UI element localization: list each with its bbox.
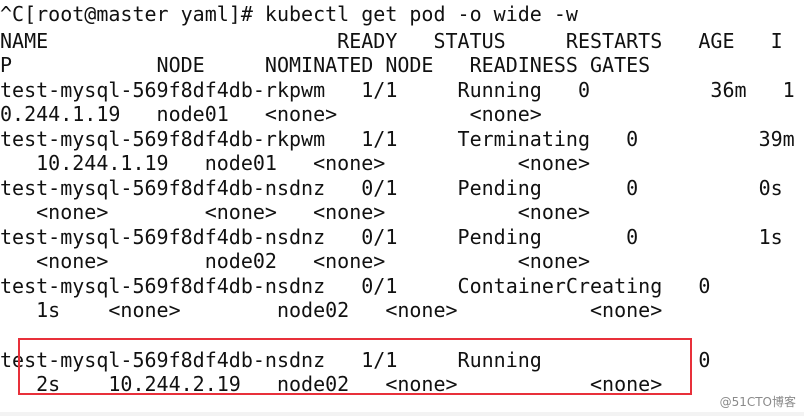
terminal-line: <none> node02 <none> <none> — [0, 249, 591, 273]
terminal-line: test-mysql-569f8df4db-nsdnz 0/1 Pending … — [0, 225, 783, 249]
terminal-line: 0.244.1.19 node01 <none> <none> — [0, 102, 542, 126]
terminal-line: test-mysql-569f8df4db-rkpwm 1/1 Terminat… — [0, 127, 795, 151]
terminal-line: 10.244.1.19 node01 <none> <none> — [0, 151, 591, 175]
terminal-line: 1s <none> node02 <none> <none> — [0, 298, 663, 322]
watermark-text: @51CTO博客 — [719, 395, 796, 409]
terminal-line-highlighted: test-mysql-569f8df4db-nsdnz 1/1 Running … — [0, 348, 711, 372]
terminal-line-command: ^C[root@master yaml]# kubectl get pod -o… — [0, 2, 578, 26]
terminal-line: test-mysql-569f8df4db-nsdnz 0/1 Containe… — [0, 274, 711, 298]
terminal-line: <none> <none> <none> <none> — [0, 200, 591, 224]
terminal-line: test-mysql-569f8df4db-nsdnz 0/1 Pending … — [0, 176, 783, 200]
terminal-line: test-mysql-569f8df4db-rkpwm 1/1 Running … — [0, 78, 795, 102]
horizontal-scrollbar[interactable] — [0, 412, 804, 416]
terminal-line-highlighted: 2s 10.244.2.19 node02 <none> <none> — [0, 372, 663, 396]
terminal-line-header-1: NAME READY STATUS RESTARTS AGE I — [0, 29, 783, 53]
terminal-line-header-2: P NODE NOMINATED NODE READINESS GATES — [0, 53, 651, 77]
